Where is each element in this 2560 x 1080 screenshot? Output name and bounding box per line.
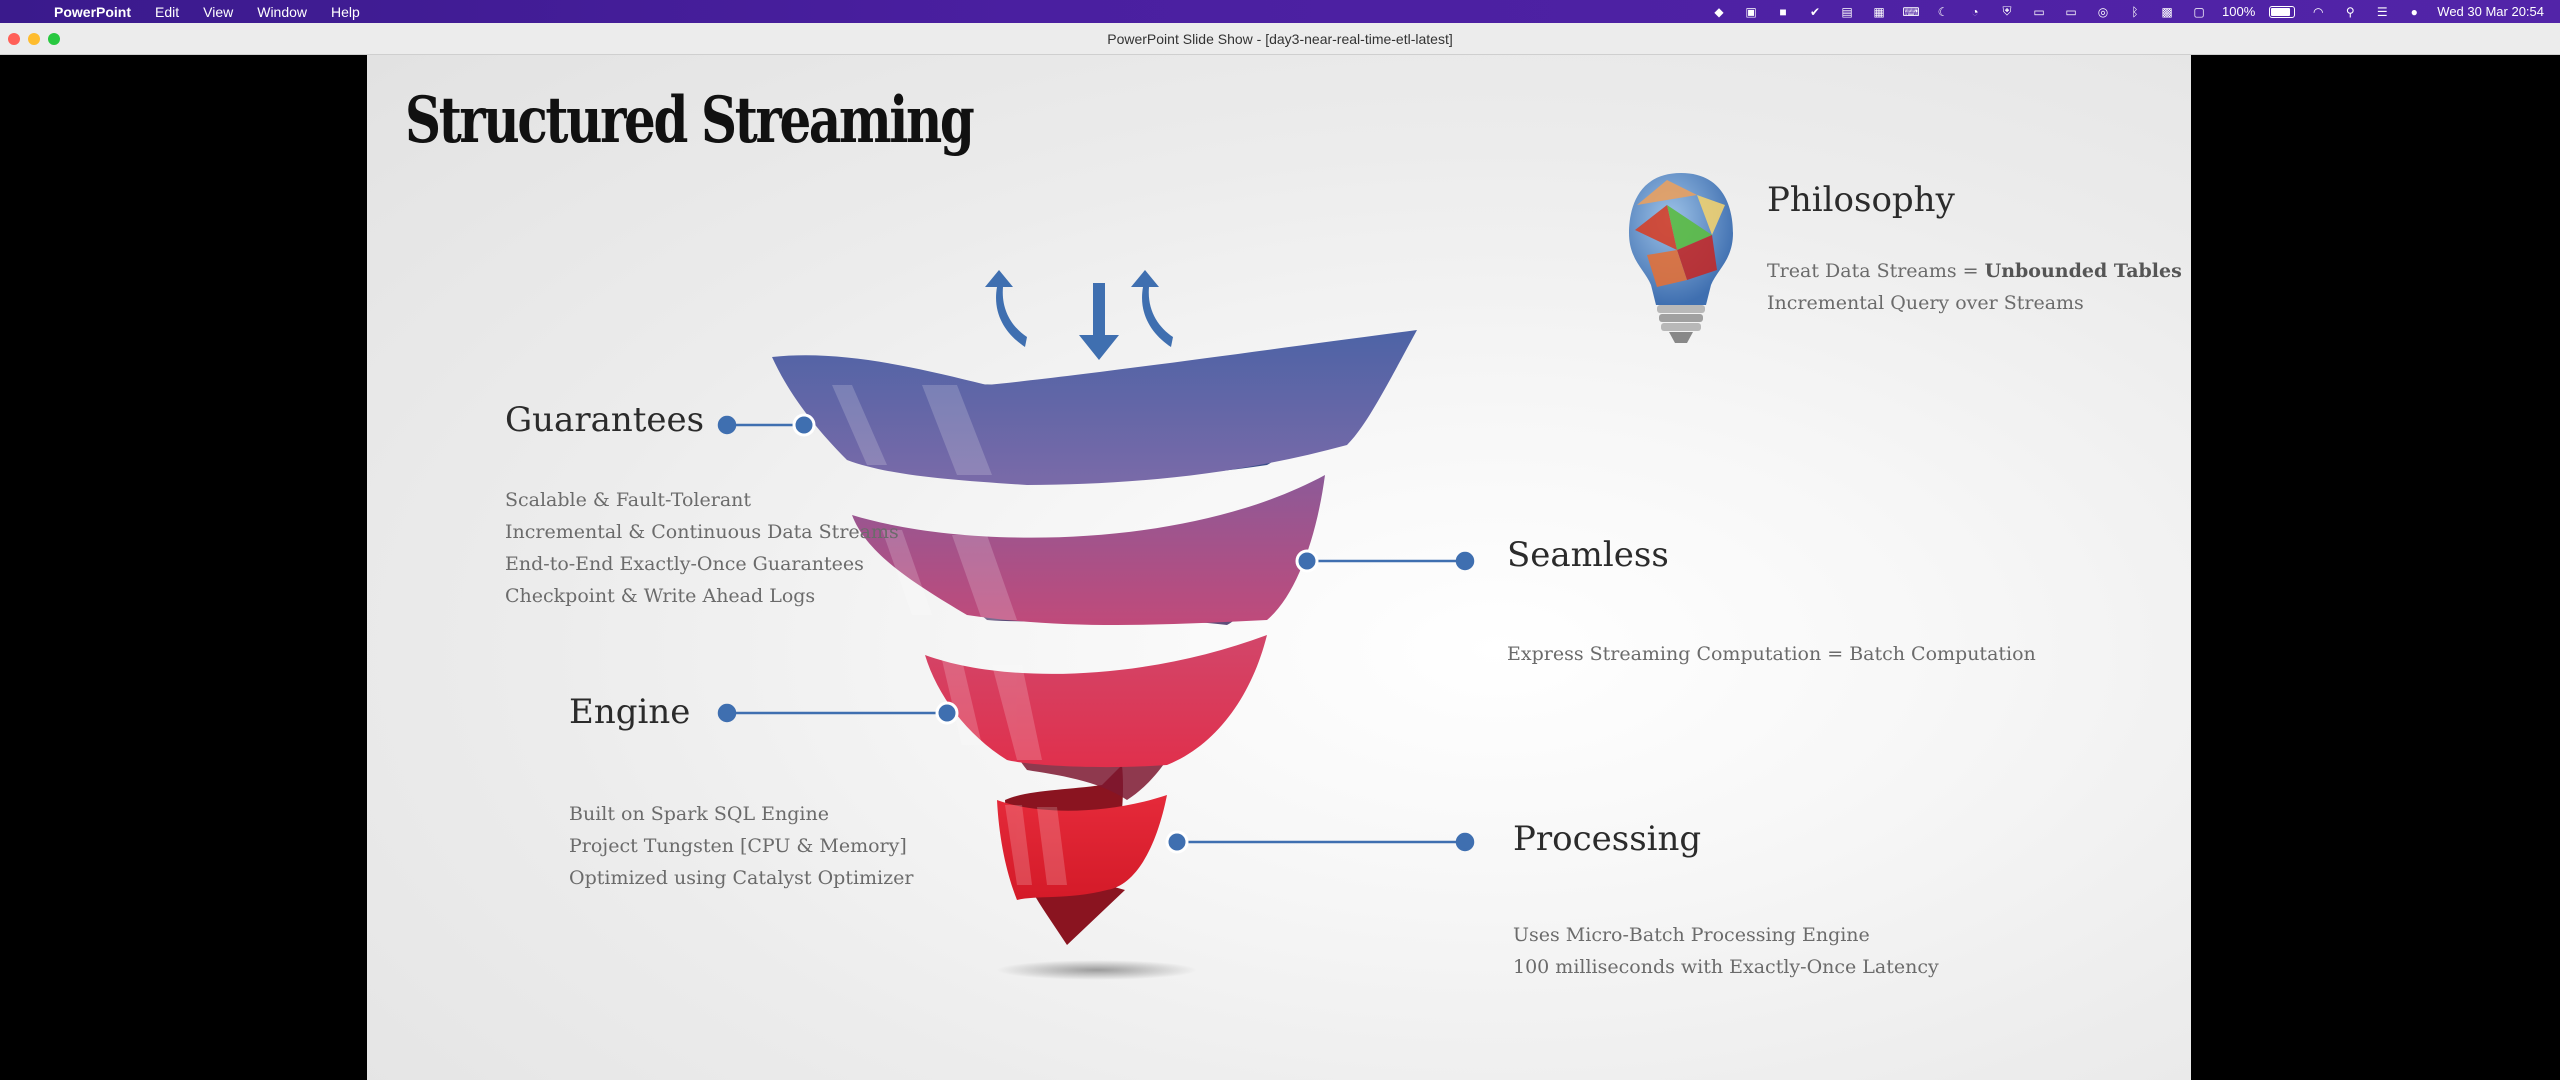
airdrop-icon[interactable]: ◎ [2097, 4, 2109, 19]
slide[interactable]: Structured Streaming Philosophy Treat Da… [367, 55, 2191, 1080]
menu-view[interactable]: View [203, 3, 234, 20]
processing-list: Uses Micro-Batch Processing Engine 100 m… [1513, 919, 1939, 983]
philosophy-line-1: Treat Data Streams = Unbounded Tables [1767, 255, 2182, 287]
display-icon[interactable]: ▭ [2065, 4, 2077, 19]
philosophy-heading: Philosophy [1767, 180, 1955, 220]
guarantees-item: Incremental & Continuous Data Streams [505, 521, 899, 543]
wifi-icon[interactable]: ◠ [2313, 4, 2324, 19]
philosophy-line-1-prefix: Treat Data Streams = [1767, 260, 1985, 282]
guarantees-heading: Guarantees [505, 400, 705, 440]
philosophy-text: Treat Data Streams = Unbounded Tables In… [1767, 255, 2182, 319]
clock[interactable]: Wed 30 Mar 20:54 [2437, 4, 2544, 19]
control-center-icon[interactable]: ☰ [2376, 4, 2388, 19]
funnel-graphic [717, 173, 1733, 980]
engine-item: Built on Spark SQL Engine [569, 803, 829, 825]
status-area: ◆ ▣ ■ ✔ ▤ ▦ ⌨ ☾ ◔ ⛨ ▭ ▭ ◎ ᛒ ▩ ▢ 100% ◠ ⚲… [1710, 0, 2544, 23]
input-arrows [985, 270, 1173, 360]
window-controls [8, 33, 60, 45]
seamless-list: Express Streaming Computation = Batch Co… [1507, 638, 2036, 670]
shield-icon[interactable]: ⛨ [2002, 4, 2012, 18]
funnel-layer-3 [925, 635, 1267, 768]
guarantees-item: Checkpoint & Write Ahead Logs [505, 585, 816, 607]
siri-icon[interactable]: ● [2410, 4, 2418, 19]
maximize-window-button[interactable] [48, 33, 60, 45]
guarantees-item: Scalable & Fault-Tolerant [505, 489, 752, 511]
docker-icon[interactable]: ▣ [1745, 4, 1757, 19]
drive-icon[interactable]: ▭ [2033, 4, 2045, 19]
arrow-right-icon [1131, 270, 1173, 347]
processing-item: 100 milliseconds with Exactly-Once Laten… [1513, 956, 1939, 978]
processing-heading: Processing [1513, 819, 1702, 859]
close-window-button[interactable] [8, 33, 20, 45]
keyboard-icon[interactable]: ⌨ [1902, 4, 1920, 19]
connectors [717, 413, 1475, 854]
funnel-shadow [997, 960, 1197, 980]
engine-heading: Engine [569, 692, 691, 732]
screen-mirror-icon[interactable]: ▢ [2193, 4, 2205, 19]
philosophy-line-2: Incremental Query over Streams [1767, 292, 2084, 314]
funnel-layer-2 [852, 475, 1325, 625]
window-title: PowerPoint Slide Show - [day3-near-real-… [1107, 30, 1453, 47]
app-status-icon[interactable]: ◆ [1714, 4, 1724, 19]
engine-list: Built on Spark SQL Engine Project Tungst… [569, 798, 913, 894]
camera-icon[interactable]: ■ [1779, 4, 1787, 19]
funnel-layer-1 [772, 330, 1417, 485]
menu-bar: PowerPoint Edit View Window Help ◆ ▣ ■ ✔… [0, 0, 2560, 23]
battery-percent: 100% [2222, 4, 2256, 19]
philosophy-line-1-bold: Unbounded Tables [1984, 260, 2182, 282]
guarantees-item: End-to-End Exactly-Once Guarantees [505, 553, 864, 575]
search-icon[interactable]: ⚲ [2345, 4, 2355, 19]
arrow-down-icon [1079, 283, 1119, 360]
document-icon[interactable]: ▤ [1841, 4, 1853, 19]
minimize-window-button[interactable] [28, 33, 40, 45]
menu-help[interactable]: Help [331, 3, 360, 20]
check-icon[interactable]: ✔ [1810, 4, 1821, 19]
arrow-left-icon [985, 270, 1027, 347]
window-icon[interactable]: ▦ [1873, 4, 1885, 19]
lightbulb-icon [1629, 173, 1733, 343]
menu-edit[interactable]: Edit [155, 3, 180, 20]
guarantees-list: Scalable & Fault-Tolerant Incremental & … [505, 484, 899, 612]
moon-icon[interactable]: ☾ [1937, 4, 1949, 19]
window-titlebar: PowerPoint Slide Show - [day3-near-real-… [0, 23, 2560, 55]
engine-item: Project Tungsten [CPU & Memory] [569, 835, 907, 857]
menu-app-name[interactable]: PowerPoint [54, 3, 132, 20]
menu-window[interactable]: Window [257, 3, 308, 20]
slide-show-stage[interactable]: Structured Streaming Philosophy Treat Da… [0, 55, 2560, 1080]
slide-title: Structured Streaming [405, 83, 975, 158]
seamless-item: Express Streaming Computation = Batch Co… [1507, 643, 2036, 665]
engine-item: Optimized using Catalyst Optimizer [569, 867, 914, 889]
bluetooth-icon[interactable]: ᛒ [2131, 4, 2139, 19]
gauge-icon[interactable]: ◔ [1971, 4, 1979, 19]
battery-icon[interactable] [2269, 5, 2296, 18]
seamless-heading: Seamless [1507, 535, 1669, 575]
funnel-layer-4 [997, 795, 1167, 900]
processing-item: Uses Micro-Batch Processing Engine [1513, 924, 1870, 946]
flag-icon[interactable]: ▩ [2161, 4, 2173, 19]
